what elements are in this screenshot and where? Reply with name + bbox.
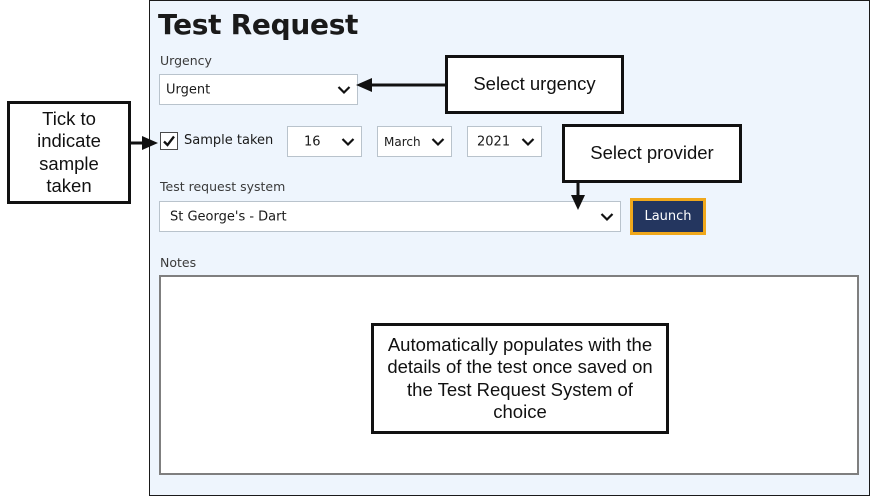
sample-month-value: March [384, 135, 421, 149]
callout-select-urgency: Select urgency [445, 55, 624, 114]
arrow-icon [356, 78, 445, 92]
sample-year-select[interactable]: 2021 [467, 126, 542, 157]
sample-taken-label: Sample taken [184, 133, 274, 148]
callout-tick-sample: Tick to indicate sample taken [7, 101, 131, 204]
callout-select-provider: Select provider [562, 124, 742, 183]
sample-year-value: 2021 [477, 134, 511, 149]
sample-day-select[interactable]: 16 [287, 126, 362, 157]
checkmark-icon [163, 135, 175, 147]
launch-button[interactable]: Launch [630, 198, 706, 235]
urgency-select[interactable]: Urgent [159, 74, 358, 105]
sample-day-value: 16 [304, 134, 321, 149]
callout-notes-info: Automatically populates with the details… [371, 323, 669, 434]
notes-label: Notes [160, 255, 197, 270]
sample-month-select[interactable]: March [377, 126, 452, 157]
chevron-down-icon [431, 137, 445, 146]
arrow-icon [571, 183, 585, 210]
test-request-system-value: St George's - Dart [170, 209, 287, 224]
urgency-value: Urgent [166, 82, 211, 97]
urgency-label: Urgency [160, 53, 212, 68]
test-request-system-select[interactable]: St George's - Dart [159, 201, 621, 232]
sample-taken-checkbox[interactable] [160, 132, 178, 150]
chevron-down-icon [337, 85, 351, 94]
arrow-icon [131, 136, 158, 150]
chevron-down-icon [521, 137, 535, 146]
test-request-system-label: Test request system [160, 179, 286, 194]
page-title: Test Request [158, 8, 359, 41]
chevron-down-icon [341, 137, 355, 146]
chevron-down-icon [600, 212, 614, 221]
